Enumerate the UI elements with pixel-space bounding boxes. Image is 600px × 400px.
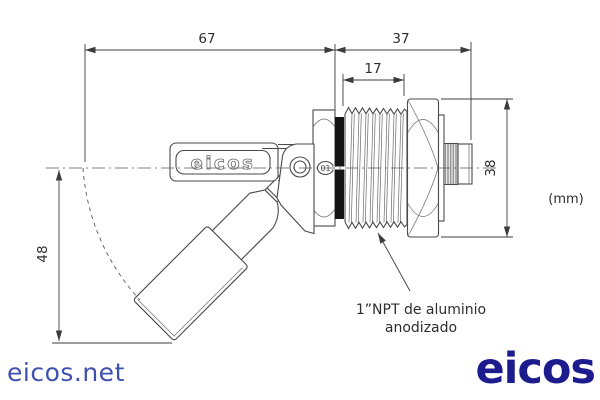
hex-flange-chamfer-arcs xyxy=(312,118,336,218)
connector-cap xyxy=(457,143,473,185)
float-swing-arc xyxy=(82,167,141,301)
npt-annotation-line1: 1”NPT de aluminio xyxy=(356,302,486,318)
dim-17-text: 17 xyxy=(364,61,381,77)
marking-text: 01 xyxy=(320,164,330,173)
npt-annotation-line2: anodizado xyxy=(385,320,457,336)
float-body-edge-lines xyxy=(137,267,243,337)
npt-annotation: 1”NPT de aluminio anodizado xyxy=(356,232,486,336)
dimension-lines: 67 37 17 48 38 xyxy=(35,31,513,344)
cable-connector xyxy=(443,142,473,186)
dim-48-text: 48 xyxy=(35,245,51,262)
unit-note: (mm) xyxy=(548,192,583,207)
leader-line xyxy=(377,232,411,292)
eicos-logo: eicos xyxy=(475,344,596,394)
dim-37-text: 37 xyxy=(392,31,409,47)
dim-67-text: 67 xyxy=(198,31,215,47)
extension-lines xyxy=(52,42,513,344)
pivot-pin xyxy=(293,160,307,174)
float-body xyxy=(133,226,248,341)
brand-plate xyxy=(175,149,271,175)
plate-brand-text: eicos xyxy=(191,153,256,174)
dim-38-text: 38 xyxy=(483,159,499,176)
paddle-arm: eicos xyxy=(169,142,314,185)
website-link[interactable]: eicos.net xyxy=(7,358,125,387)
